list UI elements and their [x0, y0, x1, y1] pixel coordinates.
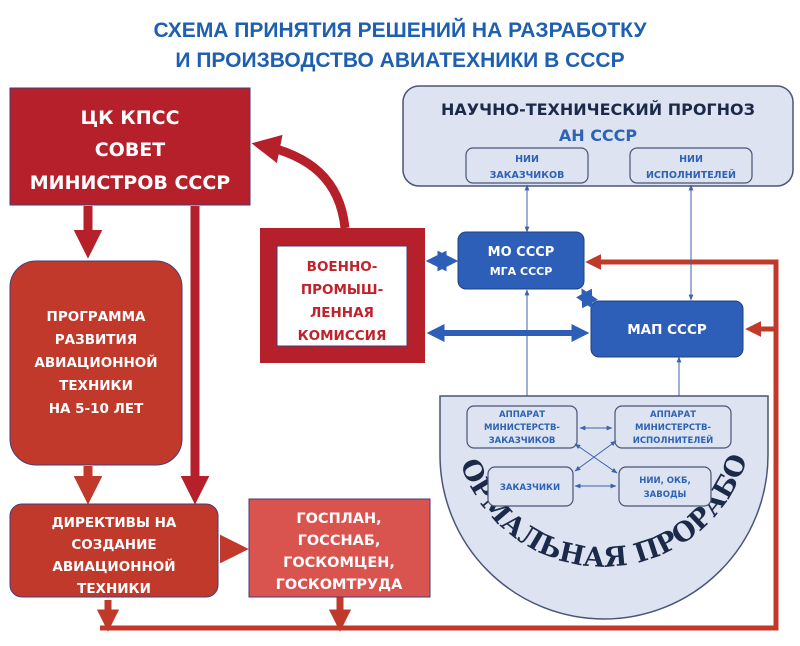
- vpk-line-4: КОМИССИЯ: [298, 328, 387, 344]
- gosplan-line-2: ГОССНАБ,: [298, 533, 381, 549]
- ck-kpss-line-2: СОВЕТ: [95, 139, 166, 161]
- directives-line-4: ТЕХНИКИ: [77, 581, 151, 597]
- gosplan-line-1: ГОСПЛАН,: [296, 511, 381, 527]
- directives-line-1: ДИРЕКТИВЫ НА: [52, 515, 177, 531]
- program-line-2: РАЗВИТИЯ: [55, 332, 137, 348]
- vpk-line-3: ЛЕННАЯ: [310, 305, 374, 321]
- node-apparat-executors: АППАРАТ МИНИСТЕРСТВ- ИСПОЛНИТЕЛЕЙ: [614, 405, 732, 449]
- node-program: ПРОГРАММА РАЗВИТИЯ АВИАЦИОННОЙ ТЕХНИКИ Н…: [9, 260, 183, 466]
- nii-executors-line-1: НИИ: [679, 154, 703, 165]
- program-line-4: ТЕХНИКИ: [59, 378, 133, 394]
- gosplan-line-3: ГОСКОМЦЕН,: [283, 555, 395, 571]
- node-mo-mga: МО СССР МГА СССР: [457, 231, 585, 290]
- nii-okb-plants-line-2: ЗАВОДЫ: [644, 490, 687, 500]
- node-vpk: ВОЕННО- ПРОМЫШ- ЛЕННАЯ КОМИССИЯ: [260, 228, 425, 363]
- ck-kpss-line-1: ЦК КПСС: [80, 107, 179, 129]
- node-map: МАП СССР: [590, 300, 744, 358]
- forecast-subtitle: АН СССР: [559, 126, 638, 145]
- map-label: МАП СССР: [627, 322, 707, 338]
- node-nii-executors: НИИ ИСПОЛНИТЕЛЕЙ: [629, 147, 753, 184]
- forecast-title: НАУЧНО-ТЕХНИЧЕСКИЙ ПРОГНОЗ: [441, 100, 755, 119]
- node-gosplan: ГОСПЛАН, ГОССНАБ, ГОСКОМЦЕН, ГОСКОМТРУДА: [248, 498, 431, 598]
- thin-connectors: [524, 184, 694, 407]
- apparat-executors-line-3: ИСПОЛНИТЕЛЕЙ: [633, 434, 714, 446]
- node-customers: ЗАКАЗЧИКИ: [487, 466, 574, 507]
- apparat-executors-line-1: АППАРАТ: [650, 410, 696, 420]
- program-line-1: ПРОГРАММА: [47, 309, 146, 325]
- feedback-loop: [96, 253, 779, 632]
- apparat-customers-line-2: МИНИСТЕРСТВ-: [484, 423, 560, 433]
- apparat-executors-line-2: МИНИСТЕРСТВ-: [635, 423, 711, 433]
- node-apparat-customers: АППАРАТ МИНИСТЕРСТВ- ЗАКАЗЧИКОВ: [466, 405, 578, 449]
- nii-okb-plants-line-1: НИИ, ОКБ,: [639, 476, 690, 486]
- gosplan-line-4: ГОСКОМТРУДА: [276, 577, 403, 593]
- arrow-vpk-to-ck: [251, 134, 350, 229]
- node-nii-okb-plants: НИИ, ОКБ, ЗАВОДЫ: [618, 466, 712, 507]
- ck-kpss-line-3: МИНИСТРОВ СССР: [30, 172, 231, 194]
- directives-line-3: АВИАЦИОННОЙ: [52, 558, 175, 575]
- program-line-3: АВИАЦИОННОЙ: [34, 354, 157, 371]
- vpk-line-1: ВОЕННО-: [307, 259, 378, 275]
- apparat-customers-line-1: АППАРАТ: [499, 410, 545, 420]
- apparat-customers-line-3: ЗАКАЗЧИКОВ: [489, 436, 556, 446]
- customers-label: ЗАКАЗЧИКИ: [500, 483, 560, 493]
- nii-customers-line-1: НИИ: [515, 154, 539, 165]
- title-line-2: И ПРОИЗВОДСТВО АВИАТЕХНИКИ В СССР: [175, 49, 624, 72]
- nii-customers-line-2: ЗАКАЗЧИКОВ: [490, 170, 565, 181]
- mo-mga-line-1: МО СССР: [488, 245, 555, 260]
- feedback-line-to-mo: [100, 253, 779, 631]
- node-nii-customers: НИИ ЗАКАЗЧИКОВ: [465, 147, 589, 184]
- program-line-5: НА 5-10 ЛЕТ: [49, 401, 144, 417]
- node-ck-kpss: ЦК КПСС СОВЕТ МИНИСТРОВ СССР: [9, 87, 251, 206]
- link-apparat-executors-customers: [574, 440, 617, 472]
- node-directives: ДИРЕКТИВЫ НА СОЗДАНИЕ АВИАЦИОННОЙ ТЕХНИК…: [9, 503, 219, 598]
- link-mo-map: [576, 288, 598, 309]
- node-forecast: НАУЧНО-ТЕХНИЧЕСКИЙ ПРОГНОЗ АН СССР НИИ З…: [402, 85, 794, 187]
- title-line-1: СХЕМА ПРИНЯТИЯ РЕШЕНИЙ НА РАЗРАБОТКУ: [153, 18, 647, 42]
- directives-line-2: СОЗДАНИЕ: [71, 537, 156, 553]
- mo-mga-line-2: МГА СССР: [490, 265, 553, 278]
- nii-executors-line-2: ИСПОЛНИТЕЛЕЙ: [646, 169, 736, 181]
- vpk-line-2: ПРОМЫШ-: [301, 282, 383, 298]
